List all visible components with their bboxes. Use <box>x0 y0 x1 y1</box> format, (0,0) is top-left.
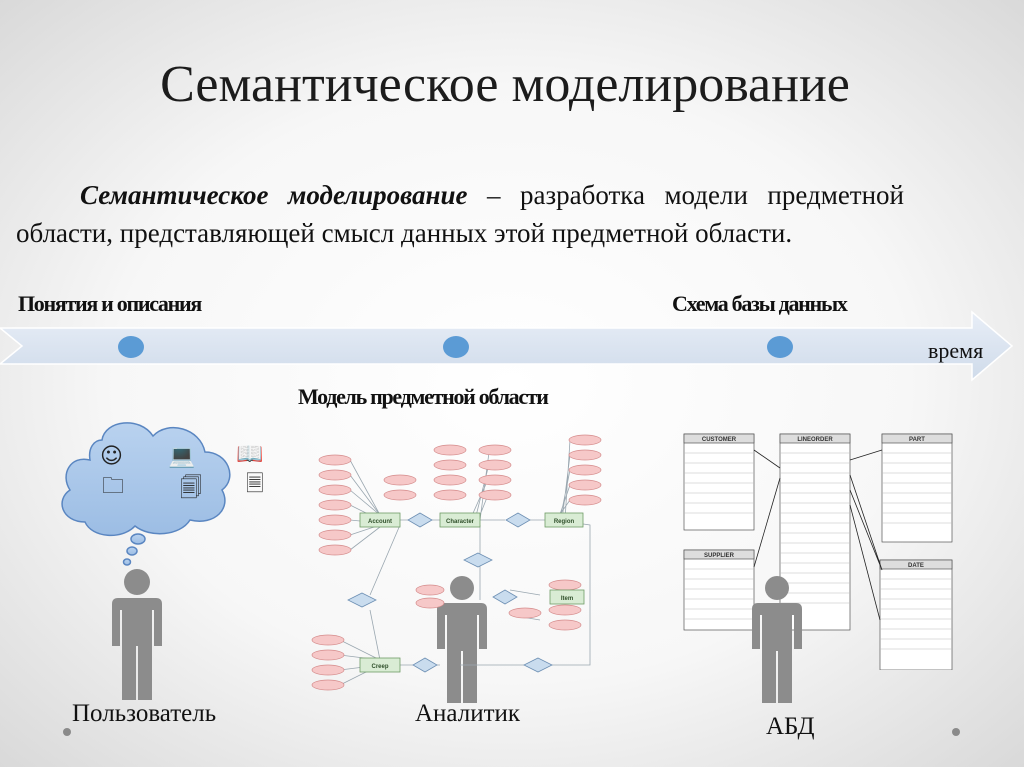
table-customer-title: CUSTOMER <box>702 437 737 443</box>
entity-creep: Creep <box>371 664 388 670</box>
slide-title: Семантическое моделирование <box>160 56 850 113</box>
entity-account: Account <box>368 519 392 525</box>
timeline-node-schema <box>767 336 793 358</box>
corner-dot-right <box>952 728 960 736</box>
user-figure-icon <box>112 569 162 700</box>
table-part-title: PART <box>909 437 925 443</box>
laptop-icon: 💻 <box>168 444 196 469</box>
er-diagram: Account Character Region Item Creep <box>311 434 602 691</box>
folder-icon: 🗀 <box>102 474 125 499</box>
domain-model-label: Модель предметной области <box>298 384 549 409</box>
corner-dot-left <box>63 728 71 736</box>
thought-cloud <box>61 422 231 566</box>
definition-term: Семантическое моделирование <box>80 180 468 210</box>
smiley-icon: ☺ <box>100 444 123 469</box>
table-date-title: DATE <box>908 563 924 569</box>
schema-label: Схема базы данных <box>672 291 848 316</box>
book-icon: 📖 <box>236 442 264 467</box>
analyst-label: Аналитик <box>415 700 521 727</box>
entity-item: Item <box>561 596 573 602</box>
definition-text: – разработка модели предметной области, … <box>16 180 904 248</box>
table-lineorder-title: LINEORDER <box>797 437 833 443</box>
dba-figure-icon <box>752 576 802 703</box>
documents-icon: 🗐 <box>180 476 202 501</box>
document-icon: 🗏 <box>246 472 264 497</box>
table-supplier-title: SUPPLIER <box>704 553 735 559</box>
user-label: Пользователь <box>72 700 217 727</box>
time-label: время <box>928 338 984 363</box>
analyst-figure-icon <box>437 576 487 703</box>
entity-region: Region <box>554 519 575 525</box>
star-schema-diagram: CUSTOMER LINEORDER PART SUPPLIER DATE <box>683 433 953 670</box>
timeline-node-model <box>443 336 469 358</box>
timeline-node-concepts <box>118 336 144 358</box>
definition-paragraph: Семантическое моделирование – разработка… <box>16 176 904 252</box>
timeline-arrow <box>0 310 1014 382</box>
concepts-label: Понятия и описания <box>18 291 202 316</box>
dba-label: АБД <box>766 713 815 740</box>
entity-character: Character <box>446 519 475 525</box>
